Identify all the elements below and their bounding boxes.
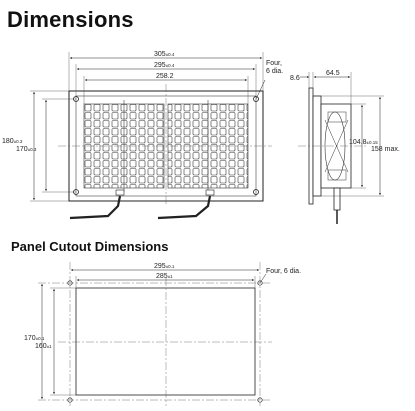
cutout-hole-note: Four, 6 dia. [266, 268, 301, 275]
page-title: Dimensions [7, 7, 134, 32]
dim-64-5-text: 64.5 [326, 70, 340, 77]
cutout-section-title: Panel Cutout Dimensions [11, 239, 169, 254]
hole-note-line2: 6 dia. [266, 68, 283, 75]
cutout-170-text: 170±0.1 [24, 335, 45, 342]
dim-180-text: 180±0.3 [2, 138, 23, 145]
dim-170-text: 170±0.3 [16, 146, 37, 153]
front-view: 305±0.4 295±0.4 258.2 180±0.3 170±0.3 Fo… [2, 51, 283, 220]
side-cable-gland [333, 187, 341, 211]
hole-note-line1: Four, [266, 60, 282, 67]
dim-158-text: 158 max. [371, 146, 400, 153]
cutout-285-text: 285±1 [156, 273, 173, 280]
dim-8-6-text: 8.6 [290, 75, 300, 82]
mounting-hole-br [253, 189, 259, 195]
dim-104-8-text: 104.8±0.15 [349, 139, 378, 146]
cable-right [157, 195, 212, 220]
cutout-view: 295±0.1 285±1 170±0.1 160±1 Four, 6 dia. [24, 262, 301, 406]
dim-305-text: 305±0.4 [154, 51, 175, 58]
side-view: 8.6 64.5 104.8±0.15 158 max. [290, 70, 400, 224]
cutout-160-text: 160±1 [35, 343, 52, 350]
mounting-hole-tr [253, 96, 259, 102]
dim-258-text: 258.2 [156, 73, 174, 80]
cable-left [69, 195, 122, 220]
dim-295-text: 295±0.4 [154, 62, 175, 69]
cutout-295-text: 295±0.1 [154, 263, 175, 270]
cutout-opening [75, 287, 256, 396]
